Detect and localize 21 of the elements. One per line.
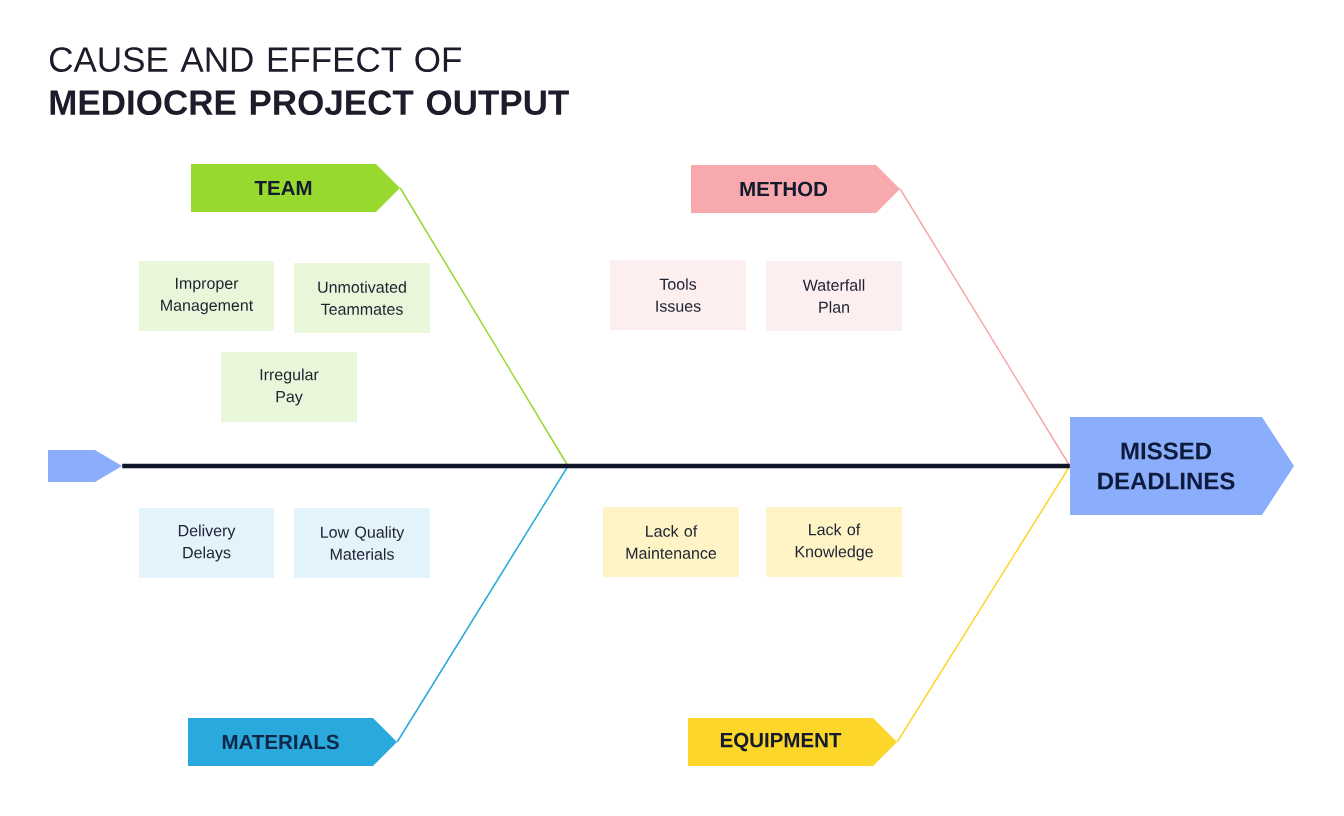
cause-box: Irregular Pay bbox=[221, 352, 357, 422]
cause-box: Lack of Knowledge bbox=[766, 507, 902, 577]
cause-box: Delivery Delays bbox=[139, 508, 274, 578]
cause-box: Low Quality Materials bbox=[294, 508, 430, 578]
effect-tag: MISSED DEADLINES bbox=[1070, 417, 1294, 515]
tail-arrow bbox=[48, 450, 122, 482]
category-tag: TEAM bbox=[191, 164, 400, 212]
cause-box: Unmotivated Teammates bbox=[294, 263, 430, 333]
cause-box: Waterfall Plan bbox=[766, 261, 902, 331]
cause-box: Tools Issues bbox=[610, 260, 746, 330]
cause-box: Lack of Maintenance bbox=[603, 507, 739, 577]
category-tag: EQUIPMENT bbox=[688, 718, 897, 766]
spine-line bbox=[122, 463, 1070, 469]
title: CAUSE AND EFFECT OF MEDIOCRE PROJECT OUTPUT bbox=[50, 47, 569, 115]
category-tag: MATERIALS bbox=[188, 718, 397, 766]
cause-box: Improper Management bbox=[139, 261, 274, 331]
category-tag: METHOD bbox=[691, 165, 900, 213]
branch-line bbox=[399, 187, 569, 467]
branch-line bbox=[896, 465, 1071, 743]
branch-line bbox=[396, 465, 569, 743]
branch-line bbox=[899, 188, 1071, 467]
